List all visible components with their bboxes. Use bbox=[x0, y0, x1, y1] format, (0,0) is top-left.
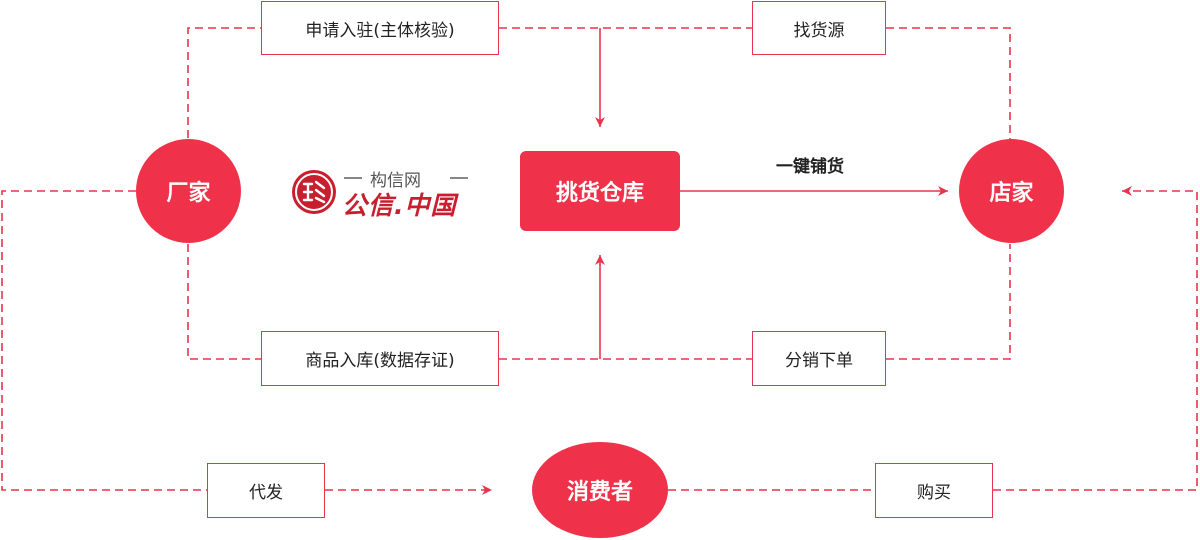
consumer-node: 消费者 bbox=[532, 442, 668, 538]
store-label: 店家 bbox=[989, 181, 1034, 206]
place-order-box: 分销下单 bbox=[752, 331, 886, 386]
find-source-box: 找货源 bbox=[752, 1, 886, 55]
line-manufacturer-dropship bbox=[1, 190, 207, 491]
logo: 构信网 公信.中国 bbox=[290, 164, 480, 220]
line-findsource-to-store bbox=[886, 27, 1011, 140]
manufacturer-node: 厂家 bbox=[136, 139, 241, 243]
store-node: 店家 bbox=[959, 139, 1064, 243]
dropship-label: 代发 bbox=[249, 483, 283, 503]
logo-subtitle: 构信网 bbox=[370, 171, 421, 191]
consumer-label: 消费者 bbox=[566, 480, 633, 505]
stock-in-label: 商品入库(数据存证) bbox=[305, 351, 455, 371]
logo-dash-left bbox=[344, 177, 362, 179]
line-placeorder-to-store bbox=[886, 244, 1011, 360]
stock-in-box: 商品入库(数据存证) bbox=[261, 331, 499, 386]
purchase-box: 购买 bbox=[875, 463, 993, 518]
warehouse-node: 挑货仓库 bbox=[520, 151, 680, 231]
warehouse-label: 挑货仓库 bbox=[555, 181, 644, 206]
apply-box: 申请入驻(主体核验) bbox=[261, 1, 499, 55]
place-order-label: 分销下单 bbox=[785, 351, 853, 371]
line-manufacturer-to-apply bbox=[187, 27, 262, 138]
purchase-label: 购买 bbox=[917, 483, 951, 503]
line-purchase-to-store bbox=[993, 186, 1198, 491]
find-source-label: 找货源 bbox=[793, 20, 845, 41]
apply-label: 申请入驻(主体核验) bbox=[305, 20, 455, 41]
line-manufacturer-to-stockin bbox=[187, 244, 262, 360]
logo-dash-right bbox=[450, 177, 468, 179]
dropship-box: 代发 bbox=[207, 463, 325, 518]
manufacturer-label: 厂家 bbox=[166, 181, 211, 206]
logo-main-text: 公信.中国 bbox=[342, 191, 457, 220]
one-click-label: 一键铺货 bbox=[776, 157, 844, 177]
seal-icon bbox=[292, 170, 336, 214]
